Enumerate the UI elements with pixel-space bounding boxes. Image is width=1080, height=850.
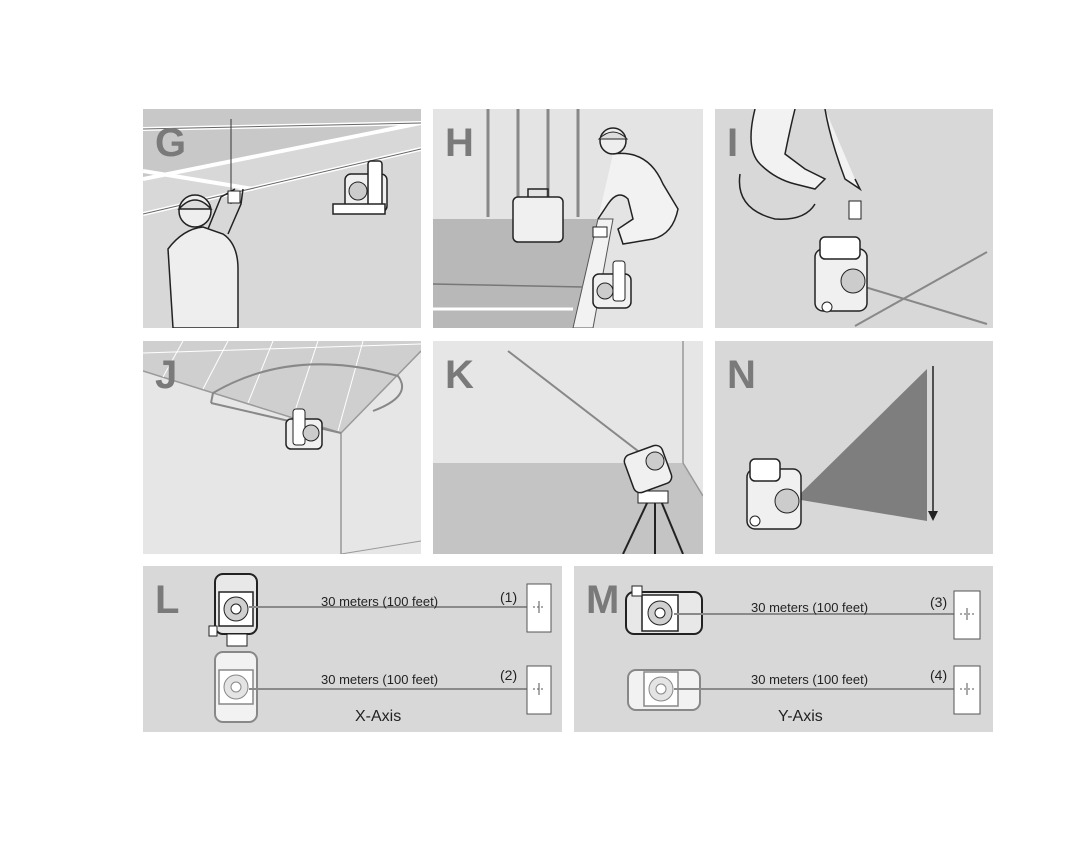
panel-letter: K [445, 353, 474, 397]
tripod-slope-illustration [433, 341, 703, 554]
panel-n: N [715, 341, 993, 554]
panel-letter: H [445, 121, 474, 165]
room-corner-illustration [143, 341, 421, 554]
panel-letter: G [155, 121, 187, 165]
floor-laser-illustration [715, 109, 993, 328]
panel-l: L 30 meters (100 feet) (1) 30 meters (10… [143, 566, 562, 732]
distance-label-bottom: 30 meters (100 feet) [321, 672, 439, 687]
panel-k: K [433, 341, 703, 554]
panel-i: I [715, 109, 993, 328]
distance-label-bottom: 30 meters (100 feet) [751, 672, 869, 687]
panel-m: M 30 meters (100 feet) (3) 30 meters (10… [574, 566, 993, 732]
distance-label-top: 30 meters (100 feet) [321, 594, 439, 609]
panel-letter: I [727, 121, 739, 165]
panel-letter: J [155, 353, 178, 397]
marker-label-top: (3) [930, 594, 948, 610]
panel-letter: N [727, 353, 756, 397]
panel-letter: M [586, 578, 620, 622]
panel-g: G [143, 109, 421, 328]
marker-label-top: (1) [500, 589, 518, 605]
x-axis-calibration-diagram [143, 566, 562, 732]
distance-label-top: 30 meters (100 feet) [751, 600, 869, 615]
axis-label: Y-Axis [778, 708, 823, 725]
ceiling-grid-illustration [143, 109, 421, 328]
vertical-plane-illustration [715, 341, 993, 554]
panel-j: J [143, 341, 421, 554]
panel-letter: L [155, 578, 180, 622]
marker-label-bottom: (2) [500, 667, 518, 683]
y-axis-calibration-diagram [574, 566, 993, 732]
axis-label: X-Axis [355, 708, 402, 725]
marker-label-bottom: (4) [930, 667, 948, 683]
panel-h: H [433, 109, 703, 328]
floor-wall-illustration [433, 109, 703, 328]
